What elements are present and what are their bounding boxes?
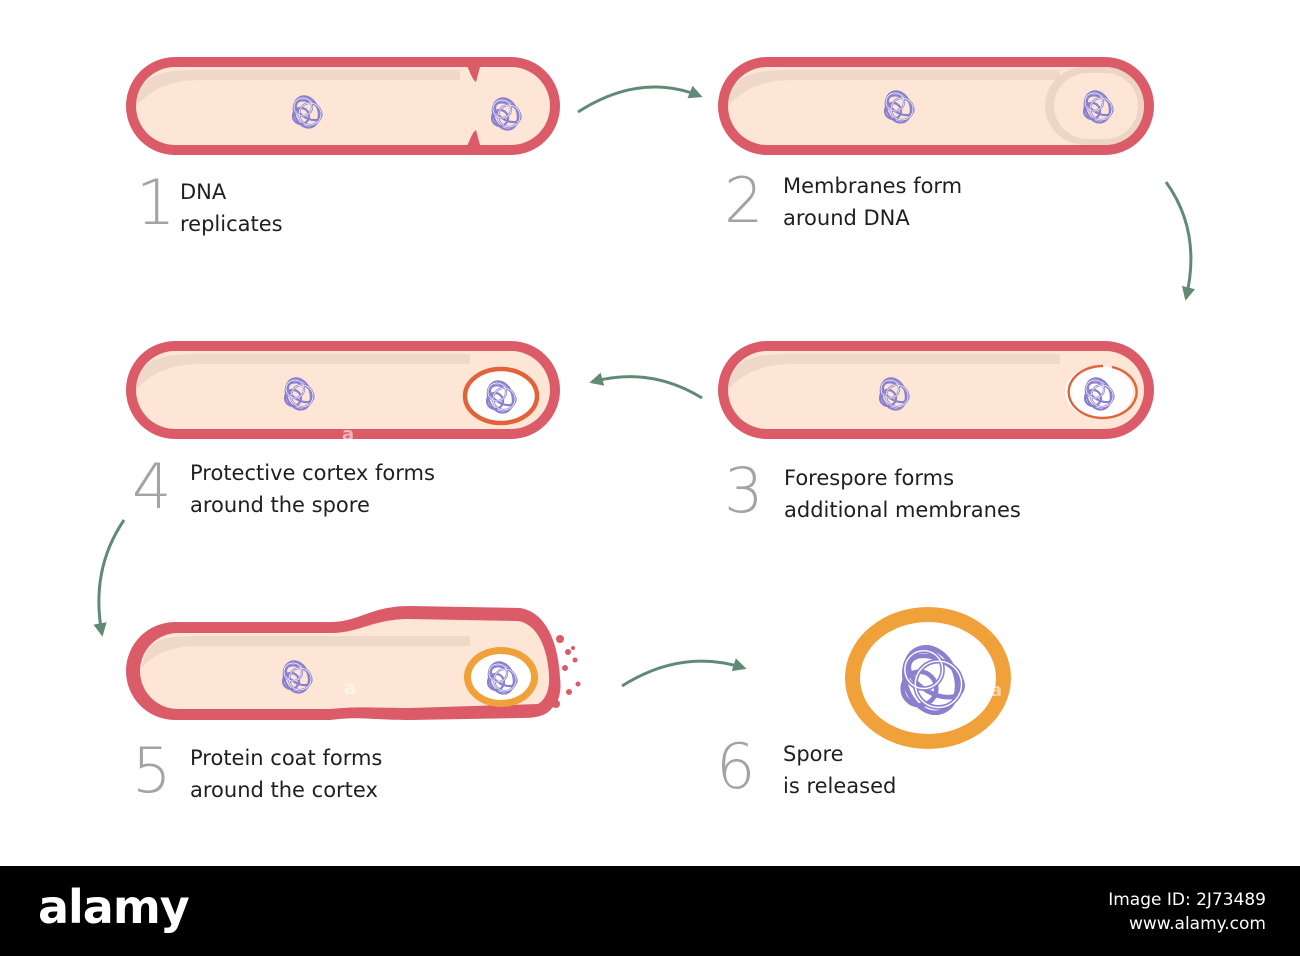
step-2-number: 2: [724, 164, 764, 237]
arrow-1-to-2: [577, 85, 703, 114]
watermark-glyph: a: [344, 678, 357, 699]
arrow-2-to-3: [1164, 181, 1196, 301]
cell-step-4: [126, 341, 560, 439]
step-6-number: 6: [716, 730, 756, 803]
step-5-label: Protein coat forms around the cortex: [190, 742, 382, 806]
step-6-label-line1: Spore: [783, 742, 844, 766]
step-3-label: Forespore forms additional membranes: [784, 462, 1021, 526]
arrow-5-to-6: [621, 658, 747, 688]
cell-step-3: [718, 341, 1154, 439]
step-3-number: 3: [724, 454, 764, 527]
step-4-number: 4: [132, 450, 172, 523]
cell-step-2: [718, 57, 1154, 155]
arrow-4-to-5: [93, 519, 126, 637]
step-3-label-line2: additional membranes: [784, 498, 1021, 522]
watermark-glyph: a: [342, 424, 355, 445]
released-spore: [845, 607, 1011, 749]
step-3-label-line1: Forespore forms: [784, 466, 955, 490]
step-4-label-line2: around the spore: [190, 493, 370, 517]
image-id: Image ID: 2J73489: [1108, 890, 1266, 910]
brand-logo: alamy: [38, 880, 190, 934]
step-4-label-line1: Protective cortex forms: [190, 461, 435, 485]
site-url: www.alamy.com: [1128, 914, 1266, 934]
watermark-glyph: a: [990, 680, 1003, 701]
step-2-label: Membranes form around DNA: [783, 170, 962, 234]
step-5-label-line2: around the cortex: [190, 778, 378, 802]
cell-step-5: [126, 606, 581, 720]
step-2-label-line2: around DNA: [783, 206, 910, 230]
image-meta: Image ID: 2J73489 www.alamy.com: [1108, 888, 1266, 936]
sporulation-diagram: [93, 57, 1196, 749]
cell-step-1: [126, 57, 560, 155]
step-1-label-line2: replicates: [180, 212, 283, 236]
step-6-label-line2: is released: [783, 774, 897, 798]
footer-bar: alamy Image ID: 2J73489 www.alamy.com: [0, 866, 1300, 956]
step-2-label-line1: Membranes form: [783, 174, 963, 198]
step-5-number: 5: [132, 734, 172, 807]
step-1-label: DNA replicates: [180, 176, 283, 240]
step-6-label: Spore is released: [783, 738, 896, 802]
step-1-number: 1: [136, 166, 176, 239]
arrow-3-to-4: [589, 372, 703, 400]
step-5-label-line1: Protein coat forms: [190, 746, 383, 770]
step-1-label-line1: DNA: [180, 180, 227, 204]
step-4-label: Protective cortex forms around the spore: [190, 457, 435, 521]
